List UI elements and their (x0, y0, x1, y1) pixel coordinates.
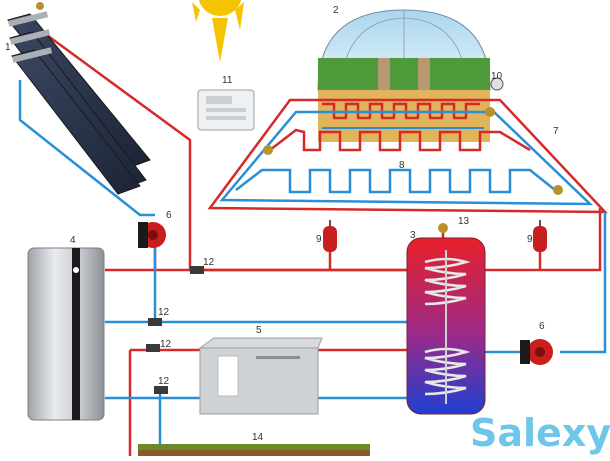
floor-heating-loop-hot (269, 128, 531, 152)
label-4: 4 (70, 235, 76, 246)
sun-icon (192, 0, 244, 62)
ground-strip (138, 444, 370, 456)
label-11: 11 (222, 75, 233, 86)
floor-heating-outline (207, 98, 608, 214)
label-12a: 12 (203, 257, 215, 268)
label-6b: 6 (539, 321, 545, 332)
label-7: 7 (553, 126, 559, 137)
greenhouse (317, 9, 491, 142)
heating-unit (198, 337, 323, 415)
expansion-tank-icon (533, 220, 547, 252)
label-14: 14 (252, 432, 264, 443)
valve-icon (36, 2, 563, 233)
label-5: 5 (256, 325, 262, 336)
label-1: 1 (5, 42, 11, 53)
label-3: 3 (410, 230, 416, 241)
label-12c: 12 (160, 339, 172, 350)
controller-unit (197, 89, 255, 131)
floor-heating-loop-cold (235, 168, 556, 194)
valve-icons (146, 266, 204, 394)
pump-icon (520, 339, 553, 365)
label-13: 13 (458, 216, 470, 227)
label-12d: 12 (158, 376, 170, 387)
label-6a: 6 (166, 210, 172, 221)
solar-collectors (7, 11, 151, 195)
watermark: Salexy (470, 411, 610, 455)
expansion-tank-icon (323, 220, 337, 252)
label-12b: 12 (158, 307, 170, 318)
label-2: 2 (333, 5, 339, 16)
label-9a: 9 (316, 234, 322, 245)
gauge-icon (490, 77, 504, 91)
label-8: 8 (399, 160, 405, 171)
boiler-tank (27, 247, 105, 421)
pump-icon (138, 222, 166, 248)
label-10: 10 (491, 71, 503, 82)
label-9b: 9 (527, 234, 533, 245)
storage-tank (406, 237, 486, 415)
